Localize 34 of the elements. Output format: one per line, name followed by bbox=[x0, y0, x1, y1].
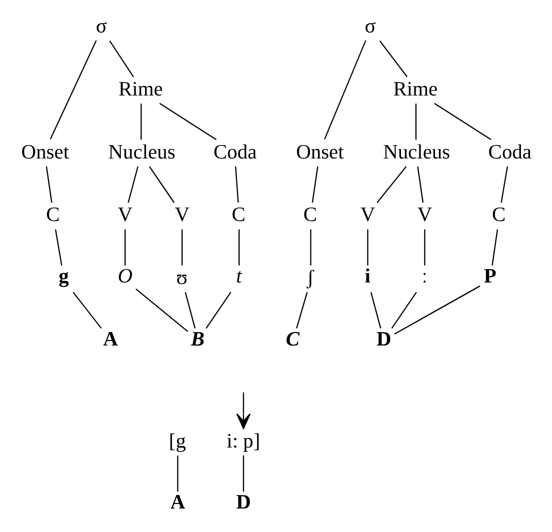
node-text: C bbox=[492, 204, 506, 226]
node-text: i: p] bbox=[226, 430, 260, 452]
node-text: Onset bbox=[21, 141, 70, 164]
node-text: V bbox=[360, 204, 376, 226]
node-text: P bbox=[484, 266, 496, 288]
node-text: V bbox=[118, 204, 133, 226]
node-text: A bbox=[170, 492, 186, 514]
node-text: g bbox=[58, 266, 69, 288]
node-text: σ bbox=[364, 16, 376, 38]
node-text: Coda bbox=[488, 141, 532, 164]
node-text: i bbox=[364, 266, 370, 288]
node-text: D bbox=[236, 492, 251, 514]
node-text: C bbox=[46, 204, 60, 226]
node-text: Coda bbox=[214, 141, 257, 164]
node-text: ʊ bbox=[176, 267, 188, 290]
node-text: ʃ bbox=[307, 267, 314, 290]
node-text: D bbox=[376, 328, 392, 350]
node-text: [g bbox=[168, 430, 186, 452]
node-text: σ bbox=[96, 16, 107, 38]
node-text: A bbox=[103, 328, 118, 350]
node-text: O bbox=[118, 266, 133, 288]
node-text: V bbox=[174, 204, 190, 226]
node-text: Nucleus bbox=[383, 141, 450, 164]
node-text: V bbox=[417, 204, 432, 226]
node-text: C bbox=[303, 204, 318, 226]
node-text: Onset bbox=[296, 141, 344, 164]
node-text: Rime bbox=[393, 78, 438, 100]
node-text: C bbox=[232, 204, 246, 226]
node-text: ː bbox=[422, 266, 428, 288]
node-text: C bbox=[286, 328, 300, 350]
node-text: Nucleus bbox=[108, 141, 176, 164]
node-text: t bbox=[236, 266, 242, 288]
node-text: B bbox=[190, 328, 205, 350]
node-text: Rime bbox=[118, 78, 163, 100]
